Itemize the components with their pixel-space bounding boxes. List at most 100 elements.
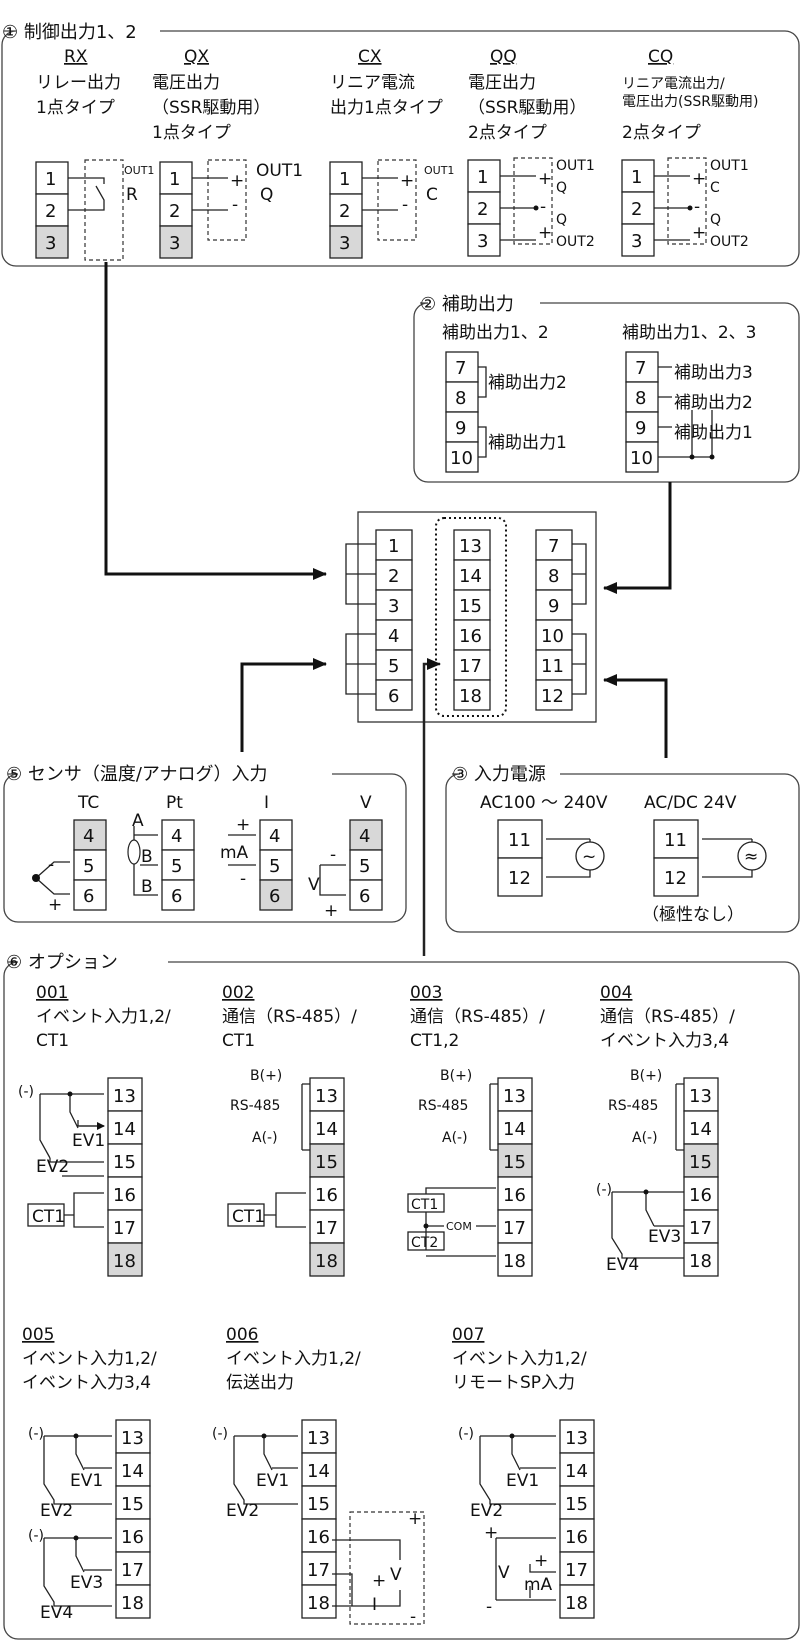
option-terminal-label: 15 — [503, 1152, 526, 1173]
option-terminal-label: 16 — [503, 1185, 526, 1206]
svg-text:B(+): B(+) — [630, 1068, 662, 1084]
terminal-label: 1 — [388, 536, 399, 557]
svg-text:補助出力1、2: 補助出力1、2 — [442, 323, 549, 343]
terminal-label: 15 — [459, 596, 482, 617]
svg-text:Q: Q — [260, 185, 273, 205]
terminal-label: 10 — [541, 626, 564, 647]
svg-text:12: 12 — [664, 868, 687, 889]
svg-text:補助出力2: 補助出力2 — [674, 393, 753, 413]
option-terminal-label: 15 — [315, 1152, 338, 1173]
svg-text:QX: QX — [184, 47, 209, 67]
svg-text:A(-): A(-) — [442, 1130, 468, 1146]
terminal-label: 7 — [548, 536, 559, 557]
terminal-5 — [375, 649, 413, 681]
option-terminal — [301, 1485, 337, 1520]
terminal-8 — [535, 559, 573, 591]
option-terminal — [309, 1110, 345, 1145]
svg-text:EV2: EV2 — [40, 1501, 73, 1521]
svg-text:4: 4 — [83, 826, 94, 847]
svg-text:+: + — [324, 901, 338, 921]
svg-text:A(-): A(-) — [252, 1130, 278, 1146]
svg-text:005: 005 — [22, 1325, 54, 1345]
svg-text:+: + — [372, 1571, 386, 1591]
svg-text:6: 6 — [171, 886, 182, 907]
svg-text:イベント入力3,4: イベント入力3,4 — [22, 1373, 151, 1393]
svg-text:電圧出力(SSR駆動用): 電圧出力(SSR駆動用) — [622, 94, 758, 110]
section-title: ⑥ オプション — [6, 952, 118, 973]
svg-text:CT1,2: CT1,2 — [410, 1031, 459, 1051]
svg-text:002: 002 — [222, 983, 254, 1003]
option-terminal-label: 16 — [307, 1527, 330, 1548]
opt-007-wiring: (-) EV1 EV2 + V + mA - — [458, 1426, 556, 1617]
svg-text:補助出力1: 補助出力1 — [674, 423, 753, 443]
option-terminal-label: 16 — [121, 1527, 144, 1548]
svg-text:+: + — [408, 1509, 422, 1529]
svg-text:5: 5 — [359, 856, 370, 877]
svg-text:Q: Q — [710, 212, 721, 228]
svg-text:-: - — [694, 197, 700, 217]
svg-text:CQ: CQ — [648, 47, 673, 67]
svg-text:EV1: EV1 — [72, 1131, 105, 1151]
option-terminal-label: 13 — [121, 1428, 144, 1449]
option-terminal-label: 15 — [307, 1494, 330, 1515]
terminal-7 — [535, 529, 573, 561]
svg-text:リニア電流出力/: リニア電流出力/ — [622, 76, 725, 92]
option-terminal-label: 17 — [565, 1560, 588, 1581]
option-terminal-label: 13 — [113, 1086, 136, 1107]
svg-text:イベント入力1,2/: イベント入力1,2/ — [226, 1349, 361, 1369]
svg-text:-: - — [240, 869, 246, 889]
svg-text:補助出力3: 補助出力3 — [674, 363, 753, 383]
svg-text:mA: mA — [220, 843, 249, 863]
svg-text:電圧出力: 電圧出力 — [468, 73, 536, 93]
svg-text:Q: Q — [556, 180, 567, 196]
svg-text:2点タイプ: 2点タイプ — [622, 123, 701, 143]
option-terminal-label: 14 — [315, 1119, 338, 1140]
option-terminal-label: 14 — [503, 1119, 526, 1140]
svg-text:(-): (-) — [458, 1426, 474, 1442]
svg-text:補助出力1: 補助出力1 — [488, 433, 567, 453]
svg-text:A(-): A(-) — [632, 1130, 658, 1146]
terminal-label: 12 — [541, 686, 564, 707]
svg-text:OUT2: OUT2 — [710, 234, 749, 250]
svg-text:003: 003 — [410, 983, 442, 1003]
svg-text:AC100 ～ 240V: AC100 ～ 240V — [480, 793, 608, 813]
option-terminal-label: 17 — [307, 1560, 330, 1581]
svg-text:2: 2 — [339, 201, 350, 222]
svg-text:(-): (-) — [212, 1426, 228, 1442]
section-title: ① 制御出力1、2 — [2, 22, 137, 43]
opt-002-wiring: B(+) RS-485 A(-) CT1 — [227, 1068, 310, 1228]
option-terminal — [107, 1242, 143, 1277]
option-terminal-label: 15 — [121, 1494, 144, 1515]
option-terminal — [309, 1143, 345, 1178]
terminal-label: 5 — [388, 656, 399, 677]
svg-text:通信（RS-485）/: 通信（RS-485）/ — [222, 1007, 357, 1027]
svg-text:4: 4 — [359, 826, 370, 847]
svg-text:TC: TC — [77, 793, 99, 813]
svg-text:V: V — [308, 875, 320, 895]
cq-block: CQ リニア電流出力/ 電圧出力(SSR駆動用) 2点タイプ 1 2 3 + -… — [621, 47, 758, 257]
svg-text:8: 8 — [455, 388, 466, 409]
svg-text:（SSR駆動用）: （SSR駆動用） — [468, 98, 586, 118]
terminal-6 — [375, 679, 413, 711]
svg-text:EV1: EV1 — [256, 1471, 289, 1491]
opt-005-wiring: (-) EV1 EV2 (-) EV3 EV4 — [28, 1426, 112, 1623]
option-terminal — [107, 1143, 143, 1178]
svg-text:OUT1: OUT1 — [256, 161, 303, 181]
arrow-s5 — [240, 658, 327, 752]
terminal-13 — [453, 529, 491, 561]
opt-004-wiring: B(+) RS-485 A(-) (-) EV3 EV4 — [596, 1068, 684, 1275]
option-terminal — [497, 1176, 533, 1211]
svg-text:8: 8 — [635, 388, 646, 409]
option-terminal-label: 13 — [503, 1086, 526, 1107]
svg-text:R: R — [126, 185, 138, 205]
svg-text:AC/DC 24V: AC/DC 24V — [644, 793, 737, 813]
terminal-label: 9 — [548, 596, 559, 617]
option-terminal — [301, 1584, 337, 1619]
svg-text:10: 10 — [450, 448, 473, 469]
svg-text:3: 3 — [631, 231, 642, 252]
svg-text:RS-485: RS-485 — [608, 1098, 658, 1114]
svg-text:(-): (-) — [596, 1182, 612, 1198]
option-terminal-label: 14 — [121, 1461, 144, 1482]
option-terminal-label: 17 — [503, 1218, 526, 1239]
